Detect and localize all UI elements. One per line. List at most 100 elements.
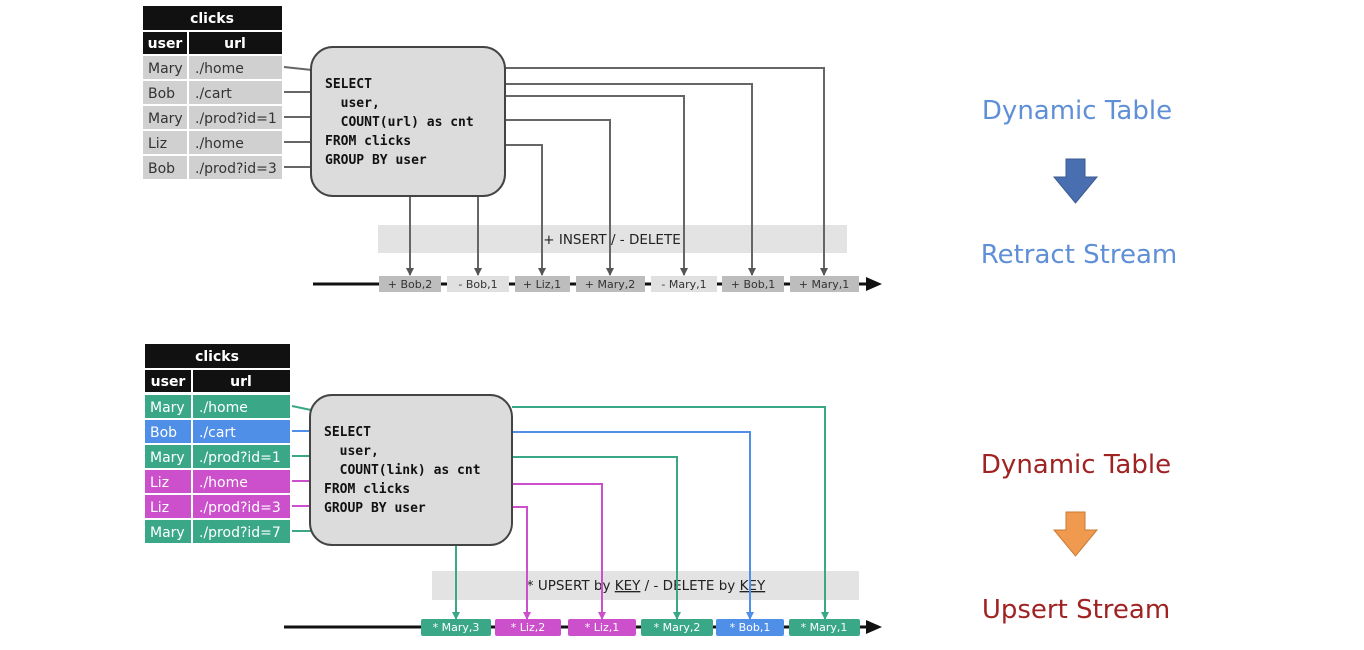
band-mid: / - DELETE by (640, 578, 739, 594)
sql-line: GROUP BY user (325, 153, 427, 168)
table-row: Mary ./home (145, 395, 290, 418)
stream-event: + Mary,2 (576, 276, 645, 292)
clicks-table-top: clicks user url Mary ./home Bob ./cart M… (143, 6, 282, 179)
stream-arrowhead-icon (866, 620, 882, 634)
table-row: Liz ./home (145, 470, 290, 493)
column-header-url: url (224, 36, 246, 52)
stream-arrowhead-icon (866, 277, 882, 291)
sql-line: SELECT (324, 425, 371, 440)
stream-event: + Liz,1 (515, 276, 570, 292)
cell-url: ./cart (199, 425, 236, 441)
input-connectors (283, 66, 313, 168)
operation-band (378, 225, 847, 253)
stream-event: * Mary,3 (421, 619, 491, 636)
table-row: Bob ./prod?id=3 (143, 156, 282, 179)
cell-url: ./home (195, 136, 244, 152)
cell-user: Mary (150, 525, 185, 541)
stream-event: * Mary,2 (641, 619, 713, 636)
sql-line: SELECT (325, 77, 372, 92)
sql-line: COUNT(link) as cnt (324, 463, 481, 478)
table-title: clicks (195, 349, 239, 365)
cell-url: ./home (195, 61, 244, 77)
event-label: * Mary,3 (433, 621, 480, 634)
sql-line: FROM clicks (324, 482, 410, 497)
cell-user: Bob (148, 161, 175, 177)
operation-band-label: + INSERT / - DELETE (543, 232, 680, 248)
retract-diagram: clicks user url Mary ./home Bob ./cart M… (143, 6, 1177, 292)
table-row: Bob ./cart (143, 81, 282, 104)
table-row: Mary ./prod?id=7 (145, 520, 290, 543)
down-arrow-icon (1052, 158, 1099, 204)
table-row: Mary ./prod?id=1 (145, 445, 290, 468)
column-header-url: url (230, 374, 252, 390)
event-label: + Mary,2 (585, 278, 635, 291)
stream-event: * Bob,1 (716, 619, 784, 636)
stream-event: + Mary,1 (790, 276, 859, 292)
stream-event: * Liz,1 (568, 619, 636, 636)
event-label: + Bob,1 (731, 278, 775, 291)
side-label-upsert-stream: Upsert Stream (982, 595, 1170, 625)
stream-event: + Bob,2 (379, 276, 441, 292)
output-connectors (406, 67, 828, 276)
table-row: Mary ./home (143, 56, 282, 79)
event-label: * Bob,1 (730, 621, 771, 634)
band-key: KEY (740, 578, 766, 594)
stream-event: + Bob,1 (722, 276, 784, 292)
stream-event: * Liz,2 (495, 619, 561, 636)
cell-user: Liz (150, 475, 169, 491)
cell-url: ./home (199, 400, 248, 416)
cell-url: ./prod?id=1 (195, 111, 277, 127)
cell-user: Mary (148, 111, 183, 127)
cell-user: Mary (150, 450, 185, 466)
output-connectors (452, 406, 829, 620)
upsert-diagram: clicks user url Mary ./home Bob ./cart M… (145, 344, 1171, 636)
cell-url: ./cart (195, 86, 232, 102)
event-label: + Mary,1 (799, 278, 849, 291)
operation-band (432, 571, 859, 600)
event-label: - Mary,1 (661, 278, 706, 291)
event-label: - Bob,1 (458, 278, 497, 291)
clicks-table-bottom: clicks user url Mary ./home Bob ./cart M… (145, 344, 290, 543)
stream-event: - Mary,1 (651, 276, 717, 292)
operation-band-label: * UPSERT by KEY / - DELETE by KEY (527, 578, 766, 594)
sql-query-box (309, 394, 513, 546)
column-header-user: user (148, 36, 183, 52)
band-key: KEY (615, 578, 641, 594)
sql-line: COUNT(url) as cnt (325, 115, 474, 130)
side-label-dynamic-table: Dynamic Table (982, 96, 1172, 126)
cell-url: ./prod?id=3 (195, 161, 277, 177)
event-label: * Mary,2 (654, 621, 701, 634)
cell-user: Bob (148, 86, 175, 102)
table-row: Liz ./prod?id=3 (145, 495, 290, 518)
side-label-retract-stream: Retract Stream (981, 240, 1178, 270)
table-row: Bob ./cart (145, 420, 290, 443)
cell-url: ./home (199, 475, 248, 491)
cell-url: ./prod?id=1 (199, 450, 281, 466)
cell-url: ./prod?id=3 (199, 500, 281, 516)
event-label: * Liz,2 (511, 621, 545, 634)
table-row: Mary ./prod?id=1 (143, 106, 282, 129)
cell-user: Mary (150, 400, 185, 416)
stream-event: - Bob,1 (447, 276, 509, 292)
cell-user: Mary (148, 61, 183, 77)
stream-event: * Mary,1 (789, 619, 860, 636)
event-label: * Mary,1 (801, 621, 848, 634)
sql-line: user, (325, 96, 380, 111)
sql-query-box (310, 46, 506, 197)
event-label: + Bob,2 (388, 278, 432, 291)
column-header-user: user (151, 374, 186, 390)
input-connectors (291, 405, 312, 532)
sql-line: GROUP BY user (324, 501, 426, 516)
cell-user: Bob (150, 425, 177, 441)
cell-user: Liz (148, 136, 167, 152)
sql-line: FROM clicks (325, 134, 411, 149)
cell-user: Liz (150, 500, 169, 516)
sql-line: user, (324, 444, 379, 459)
down-arrow-icon (1052, 511, 1099, 557)
cell-url: ./prod?id=7 (199, 525, 281, 541)
band-prefix: * UPSERT by (527, 578, 615, 594)
event-label: + Liz,1 (523, 278, 561, 291)
table-title: clicks (190, 11, 234, 27)
table-row: Liz ./home (143, 131, 282, 154)
